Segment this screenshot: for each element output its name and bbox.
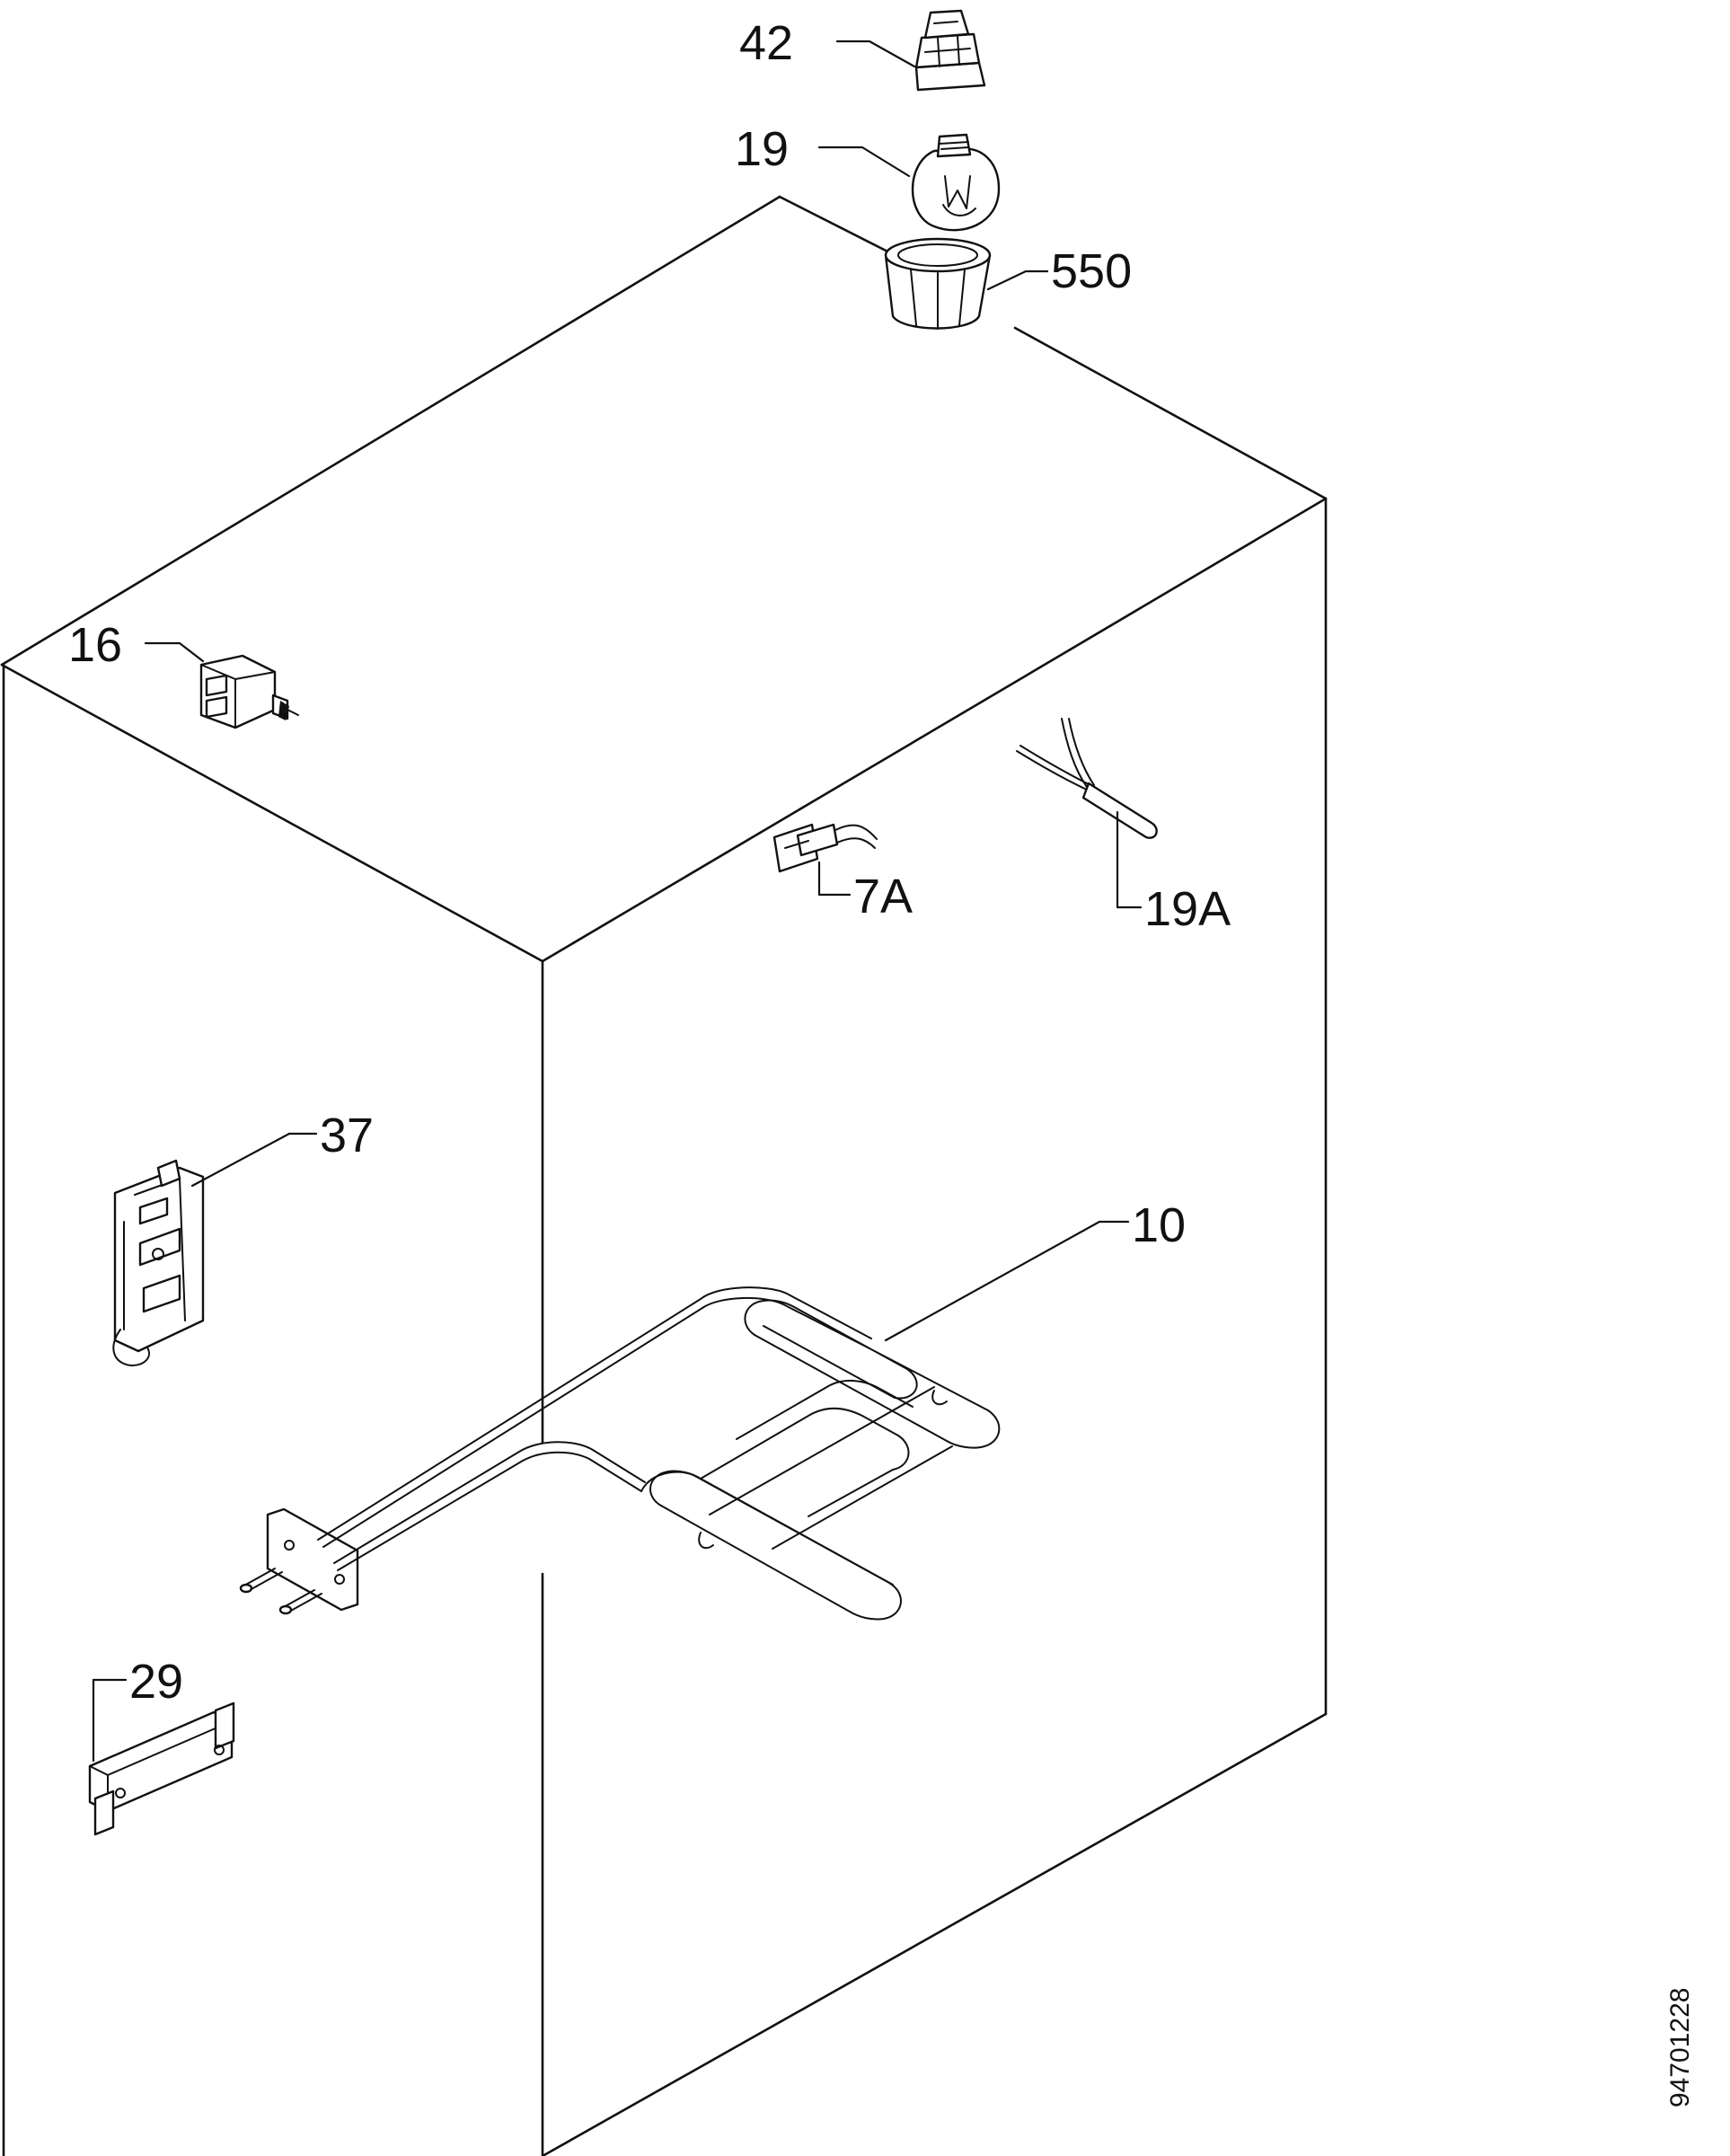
- grill-heating-element-icon: [239, 1286, 1001, 1621]
- document-number: 94701228: [1665, 1988, 1695, 2107]
- leader-19a: [1116, 810, 1143, 909]
- leader-7a: [817, 861, 852, 897]
- callout-7a: 7A: [853, 870, 913, 923]
- bracket-icon: [88, 1701, 235, 1836]
- callout-19a: 19A: [1144, 882, 1231, 936]
- callout-10: 10: [1132, 1198, 1186, 1252]
- door-switch-icon: [772, 823, 878, 873]
- leader-550: [986, 270, 1049, 291]
- callout-16: 16: [68, 618, 122, 672]
- leader-29: [92, 1678, 128, 1763]
- switch-icon: [199, 654, 299, 729]
- callout-550: 550: [1051, 244, 1132, 298]
- oven-cavity-outline: [0, 195, 1328, 2156]
- leader-16: [144, 641, 205, 663]
- leader-37: [190, 1132, 318, 1188]
- lamp-cover-glass-icon: [884, 237, 992, 330]
- leader-42: [835, 40, 916, 68]
- callout-42: 42: [739, 16, 793, 70]
- callout-19: 19: [735, 122, 789, 176]
- leader-10: [884, 1220, 1130, 1342]
- lamp-holder-icon: [914, 9, 986, 92]
- callout-37: 37: [320, 1109, 374, 1162]
- temperature-sensor-icon: [1016, 718, 1158, 839]
- leader-19: [817, 146, 911, 178]
- oven-lamp-bulb-icon: [911, 133, 1001, 232]
- terminal-block-icon: [112, 1159, 205, 1366]
- callout-29: 29: [129, 1655, 183, 1709]
